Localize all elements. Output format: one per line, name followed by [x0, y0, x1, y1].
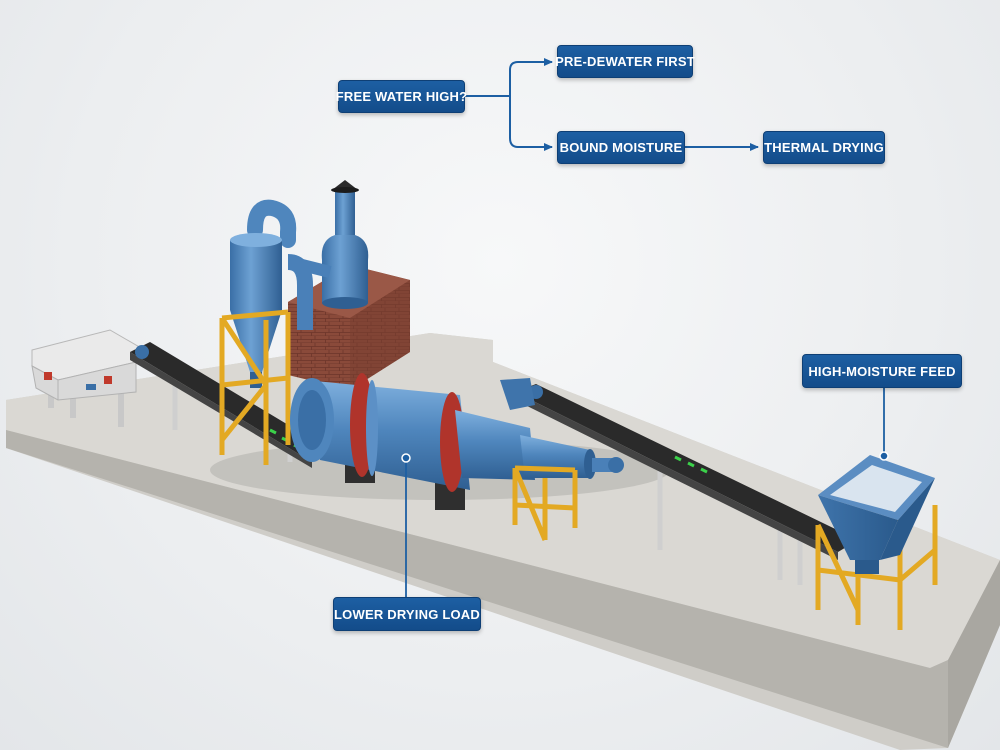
free-water-question-box: FREE WATER HIGH?: [336, 80, 467, 113]
flow-connectors: [465, 58, 759, 151]
vibrating-screen: [31, 329, 149, 427]
lower-drying-load-callout: LOWER DRYING LOAD: [333, 597, 481, 631]
thermal-drying-box: THERMAL DRYING: [763, 131, 885, 164]
rotary-drum-dryer: [290, 373, 624, 510]
exhaust-stack: [321, 180, 369, 309]
cyclone-support-frame: [219, 309, 291, 465]
pre-dewater-box: PRE-DEWATER FIRST: [555, 45, 695, 78]
bound-moisture-box: BOUND MOISTURE: [557, 131, 685, 164]
feed-conveyor: [500, 378, 858, 585]
cyclone-separator: [230, 199, 332, 388]
high-moisture-feed-callout: HIGH-MOISTURE FEED: [802, 354, 962, 388]
feed-hopper: [815, 455, 938, 630]
callout-leaders: [401, 388, 889, 597]
burner-support-frame: [512, 465, 578, 541]
